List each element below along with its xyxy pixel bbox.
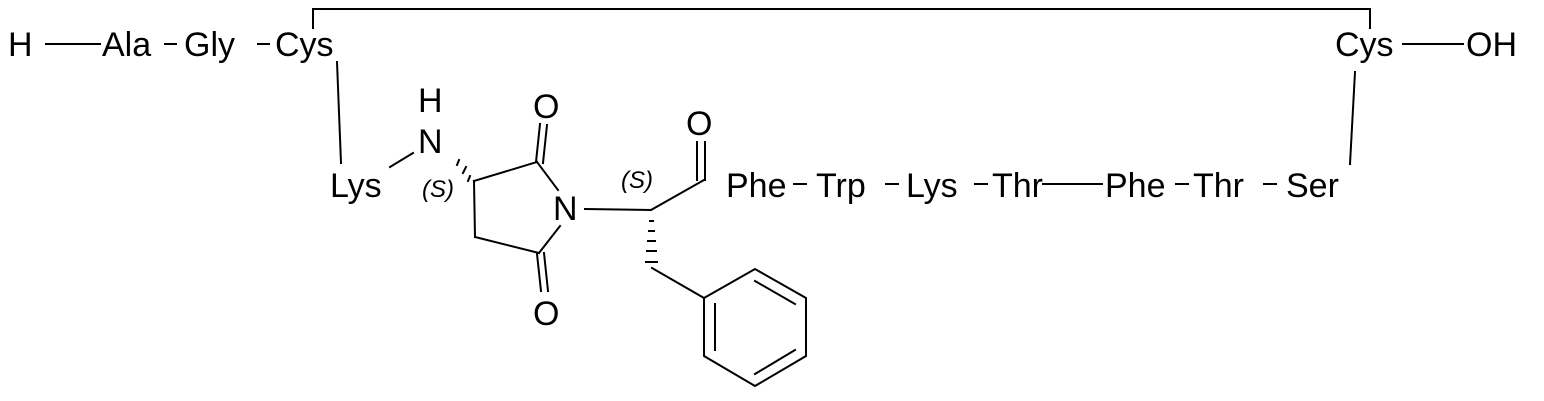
oh-terminus-label: OH (1466, 26, 1517, 64)
bond-n-calpha (583, 207, 653, 212)
benzene-ring (703, 267, 807, 388)
trp-label: Trp (816, 167, 866, 205)
ring-nitrogen-label: N (553, 190, 578, 228)
cys-left-label: Cys (275, 26, 334, 64)
hashed-wedge-benzyl (645, 220, 658, 263)
cys-cys-bridge (312, 8, 1371, 29)
thr2-label: Thr (1193, 167, 1244, 205)
ring-oxygen-top-label: O (533, 88, 559, 126)
ring-oxygen-bottom-label: O (533, 295, 559, 333)
ser-label: Ser (1286, 167, 1339, 205)
nh-n-label: N (418, 123, 443, 161)
thr1-label: Thr (992, 167, 1043, 205)
bond-cys-lys (335, 60, 343, 165)
bond-lys-nh (388, 151, 415, 169)
hashed-wedge-nh (455, 158, 472, 183)
h-terminus-label: H (8, 26, 33, 64)
stereo-label-right: (S) (621, 167, 653, 194)
lys-side-label: Lys (330, 167, 382, 205)
succinimide-ring (472, 122, 562, 293)
lys-chain-label: Lys (906, 167, 958, 205)
gly-label: Gly (184, 26, 235, 64)
bond-ch2-phenyl (650, 266, 706, 300)
phe2-label: Phe (1105, 167, 1166, 205)
stereo-label-left: (S) (422, 176, 454, 203)
carbonyl-oxygen-label: O (686, 105, 712, 143)
nh-h-label: H (418, 82, 443, 120)
cys-right-label: Cys (1335, 26, 1394, 64)
bond-cys-ser (1348, 70, 1357, 166)
ala-label: Ala (102, 26, 151, 64)
bond-calpha-carbonyl (649, 178, 706, 212)
phe1-label: Phe (726, 167, 787, 205)
